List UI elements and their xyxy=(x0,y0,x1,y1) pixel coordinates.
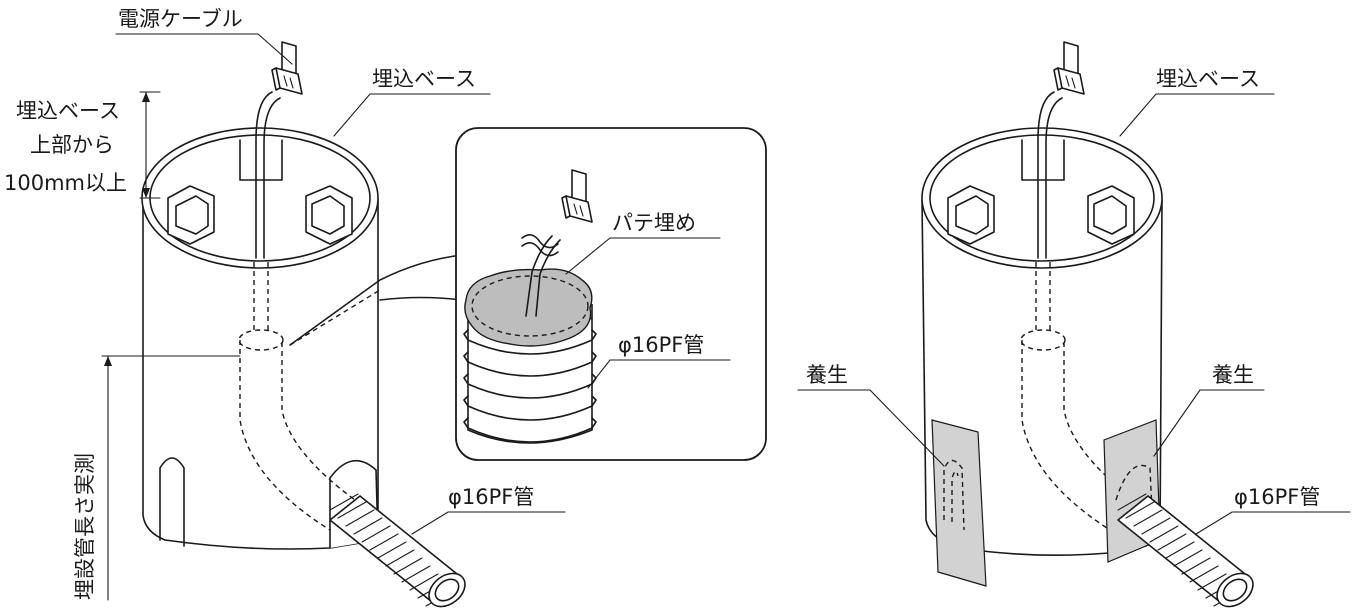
pipe-leader-inset xyxy=(587,359,731,389)
base-rim-inner-right xyxy=(929,134,1155,262)
pf-pipe-left xyxy=(329,493,466,608)
inset-leader-lower xyxy=(379,296,463,301)
putty-label: パテ埋め xyxy=(612,211,696,235)
curing-tape-left xyxy=(931,419,987,587)
base-pocket-right-fig-left xyxy=(947,185,995,245)
power-cable-leader xyxy=(115,33,293,65)
cable-left xyxy=(255,91,273,259)
base-pocket-right xyxy=(305,185,353,245)
left-figure: 電源ケーブル 埋込ベース 埋込ベース 上部から 100mm以上 埋設管長さ実測 … xyxy=(4,7,566,608)
pipe-label-right: φ16PF管 xyxy=(1234,485,1320,509)
base-label-left: 埋込ベース xyxy=(372,67,476,91)
height-label-line3: 100mm以上 xyxy=(4,171,127,195)
putty-leader xyxy=(565,237,721,275)
cure-label-right: 養生 xyxy=(1212,363,1254,387)
pf-pipe-right xyxy=(1117,493,1254,608)
base-leader-left xyxy=(333,93,491,137)
height-label-line2: 上部から xyxy=(30,133,114,157)
inset-leader-upper xyxy=(289,254,463,346)
base-pocket-left xyxy=(167,185,215,245)
detail-inset: パテ埋め φ16PF管 xyxy=(455,127,767,461)
base-notch-left xyxy=(159,457,185,547)
base-leader-right xyxy=(1119,93,1275,137)
pipe-leader-right xyxy=(1195,511,1351,535)
base-label-right: 埋込ベース xyxy=(1156,67,1260,91)
pipe-label-inset: φ16PF管 xyxy=(618,333,704,357)
base-body-left xyxy=(142,199,379,550)
pipe-label-left: φ16PF管 xyxy=(448,485,534,509)
right-figure: 埋込ベース 養生 養生 φ16PF管 xyxy=(797,41,1351,608)
power-cable-label: 電源ケーブル xyxy=(118,7,243,31)
pipe-length-label: 埋設管長さ実測 xyxy=(73,453,97,600)
cure-leader-left xyxy=(797,389,945,467)
putty-blob xyxy=(464,268,593,347)
height-label-line1: 埋込ベース xyxy=(16,99,120,123)
cure-label-left: 養生 xyxy=(806,363,848,387)
pipe-leader-left xyxy=(411,511,566,535)
cure-leader-right xyxy=(1153,389,1265,457)
base-pocket-right-fig-right xyxy=(1087,185,1135,245)
